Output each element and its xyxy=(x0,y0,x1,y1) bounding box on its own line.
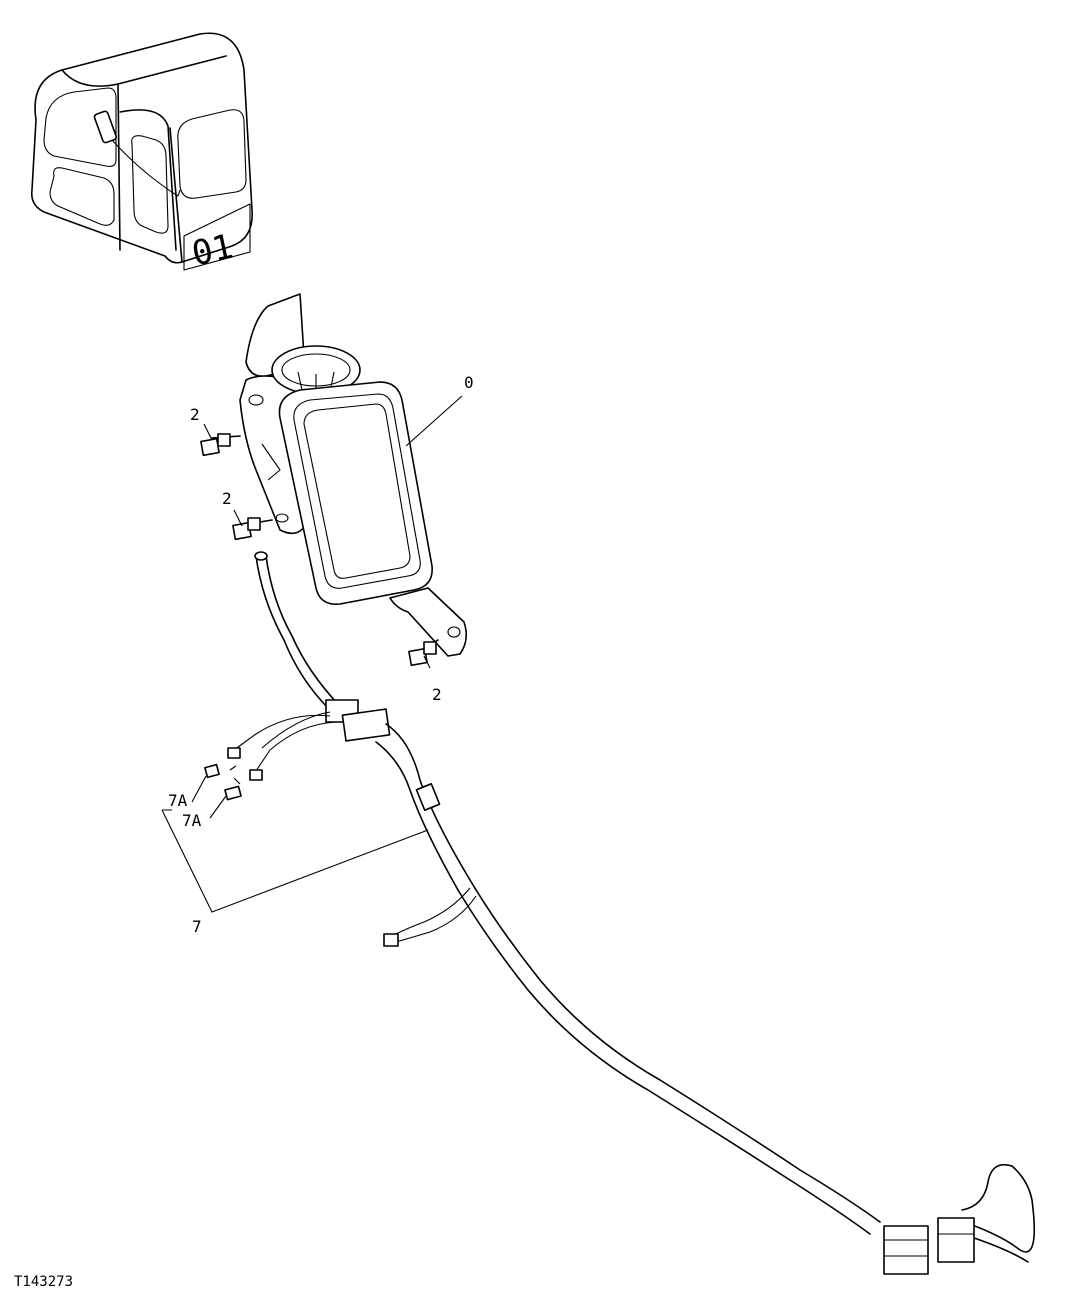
callout-connector-a: 7A xyxy=(168,791,188,810)
leader-lines xyxy=(161,395,463,913)
cab-locator-icon: 01 xyxy=(30,32,253,275)
bolt-icon-middle xyxy=(232,517,273,541)
bolt-icon-lower xyxy=(408,639,439,667)
callout-mirror: 0 xyxy=(464,373,474,392)
callout-connector-b: 7A xyxy=(182,811,202,830)
wiring-harness xyxy=(204,551,1036,1275)
figure-id: T143273 xyxy=(14,1274,73,1290)
callout-bolt-lower: 2 xyxy=(432,685,442,704)
cab-marking: 01 xyxy=(188,227,236,275)
callout-bolt-upper: 2 xyxy=(190,405,200,424)
bolt-icon-upper xyxy=(200,433,241,457)
callout-harness: 7 xyxy=(192,917,202,936)
mirror-head xyxy=(278,381,468,657)
callout-bolt-middle: 2 xyxy=(222,489,232,508)
